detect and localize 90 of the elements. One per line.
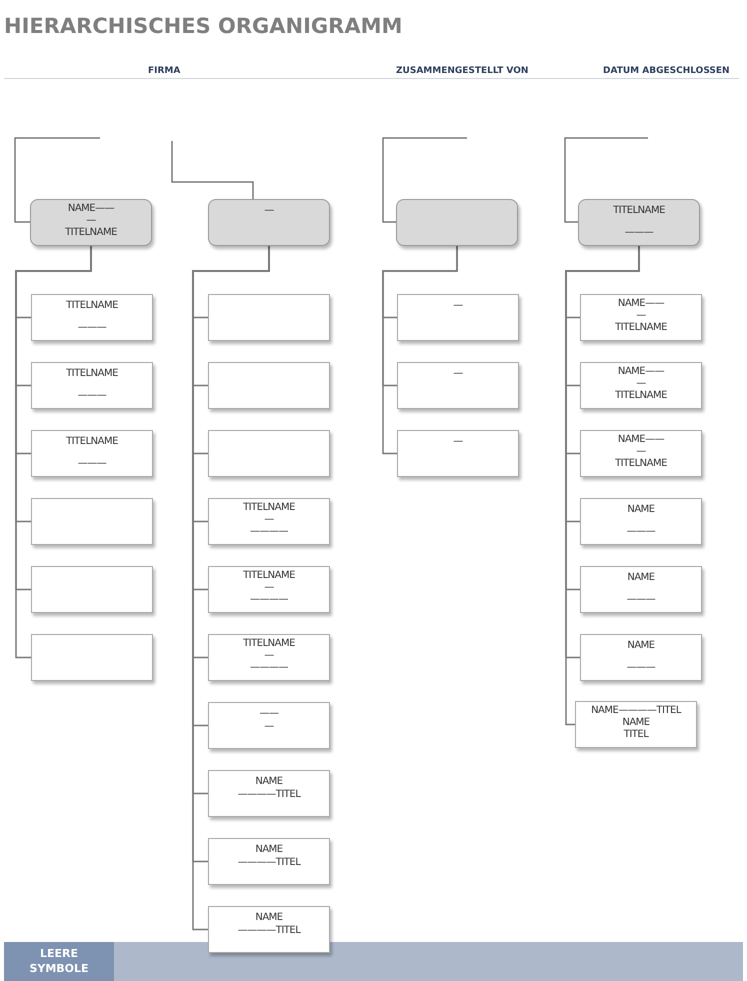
box-text: ——— — [78, 458, 106, 470]
employee-box — [397, 294, 519, 341]
empty-box — [31, 634, 153, 681]
box-text: — — [264, 721, 274, 733]
box-text: — — [636, 446, 646, 458]
employee-box — [580, 362, 702, 409]
box-text: ——— — [78, 390, 106, 402]
box-text: ————TITEL — [238, 925, 300, 937]
box-text: NAME————TITEL — [591, 705, 681, 717]
field-label: FIRMA — [148, 66, 180, 76]
employee-box — [208, 702, 330, 749]
empty-box — [31, 498, 153, 545]
employee-box — [31, 430, 153, 477]
box-text: NAME—— — [68, 203, 114, 215]
box-text: — — [264, 582, 274, 594]
box-text: TITELNAME — [615, 322, 667, 334]
box-text: — — [264, 650, 274, 662]
connector-line — [564, 137, 648, 223]
box-text: TITELNAME — [66, 368, 118, 380]
connector-line — [382, 137, 467, 223]
box-text: NAME — [255, 912, 283, 924]
employee-box — [208, 634, 330, 681]
footer-label: LEERE SYMBOLE — [29, 946, 89, 976]
box-text: NAME — [627, 572, 655, 584]
box-text: NAME—— — [618, 366, 664, 378]
box-text: ——— — [626, 526, 656, 538]
employee-box — [208, 906, 330, 953]
employee-box — [208, 498, 330, 545]
box-text: TITELNAME — [243, 570, 295, 582]
connector-line — [382, 246, 458, 454]
box-text: TITELNAME — [243, 502, 295, 514]
box-text: NAME—— — [618, 434, 664, 446]
employee-box — [575, 701, 697, 748]
box-text: ———— — [250, 594, 288, 606]
box-text: ——— — [626, 662, 656, 674]
box-text: TITELNAME — [65, 227, 117, 239]
manager-box — [578, 199, 700, 246]
connector-line — [171, 141, 254, 199]
box-text: — — [453, 300, 463, 312]
employee-box — [580, 566, 702, 613]
empty-box — [208, 430, 330, 477]
employee-box — [580, 634, 702, 681]
box-text: ————TITEL — [238, 857, 300, 869]
box-text: TITEL — [624, 729, 648, 741]
box-text: — — [453, 436, 463, 448]
box-text: — — [86, 215, 96, 227]
box-text: NAME—— — [618, 298, 664, 310]
title: HIERARCHISCHES ORGANIGRAMM — [4, 14, 402, 38]
employee-box — [580, 430, 702, 477]
box-text: — — [636, 378, 646, 390]
box-text: NAME — [627, 640, 655, 652]
employee-box — [208, 566, 330, 613]
box-text: TITELNAME — [615, 458, 667, 470]
employee-box — [31, 294, 153, 341]
box-text: NAME — [627, 504, 655, 516]
employee-box — [208, 838, 330, 885]
connector-line — [14, 137, 100, 223]
employee-box — [208, 770, 330, 817]
box-text: ——— — [624, 227, 654, 239]
box-text: — — [453, 368, 463, 380]
box-text: — — [264, 205, 274, 217]
employee-box — [580, 498, 702, 545]
manager-box — [30, 199, 152, 246]
box-text: TITELNAME — [243, 638, 295, 650]
box-text: TITELNAME — [615, 390, 667, 402]
box-text: ————TITEL — [238, 789, 300, 801]
box-text: — — [636, 310, 646, 322]
box-text: ——— — [78, 322, 106, 334]
empty-box — [396, 199, 518, 246]
employee-box — [397, 362, 519, 409]
employee-box — [31, 362, 153, 409]
box-text: NAME — [255, 776, 283, 788]
box-text: TITELNAME — [613, 205, 665, 217]
box-text: —— — [260, 708, 278, 720]
box-text: TITELNAME — [66, 300, 118, 312]
field-label: DATUM ABGESCHLOSSEN — [603, 66, 730, 76]
box-text: TITELNAME — [66, 436, 118, 448]
box-text: ———— — [250, 526, 288, 538]
manager-box — [208, 199, 330, 246]
box-text: NAME — [255, 844, 283, 856]
empty-box — [208, 294, 330, 341]
employee-box — [397, 430, 519, 477]
box-text: ———— — [250, 662, 288, 674]
empty-box — [31, 566, 153, 613]
empty-box — [208, 362, 330, 409]
box-text: ——— — [626, 594, 656, 606]
box-text: — — [264, 514, 274, 526]
field-label: ZUSAMMENGESTELLT VON — [396, 66, 528, 76]
employee-box — [580, 294, 702, 341]
box-text: NAME — [622, 717, 650, 729]
